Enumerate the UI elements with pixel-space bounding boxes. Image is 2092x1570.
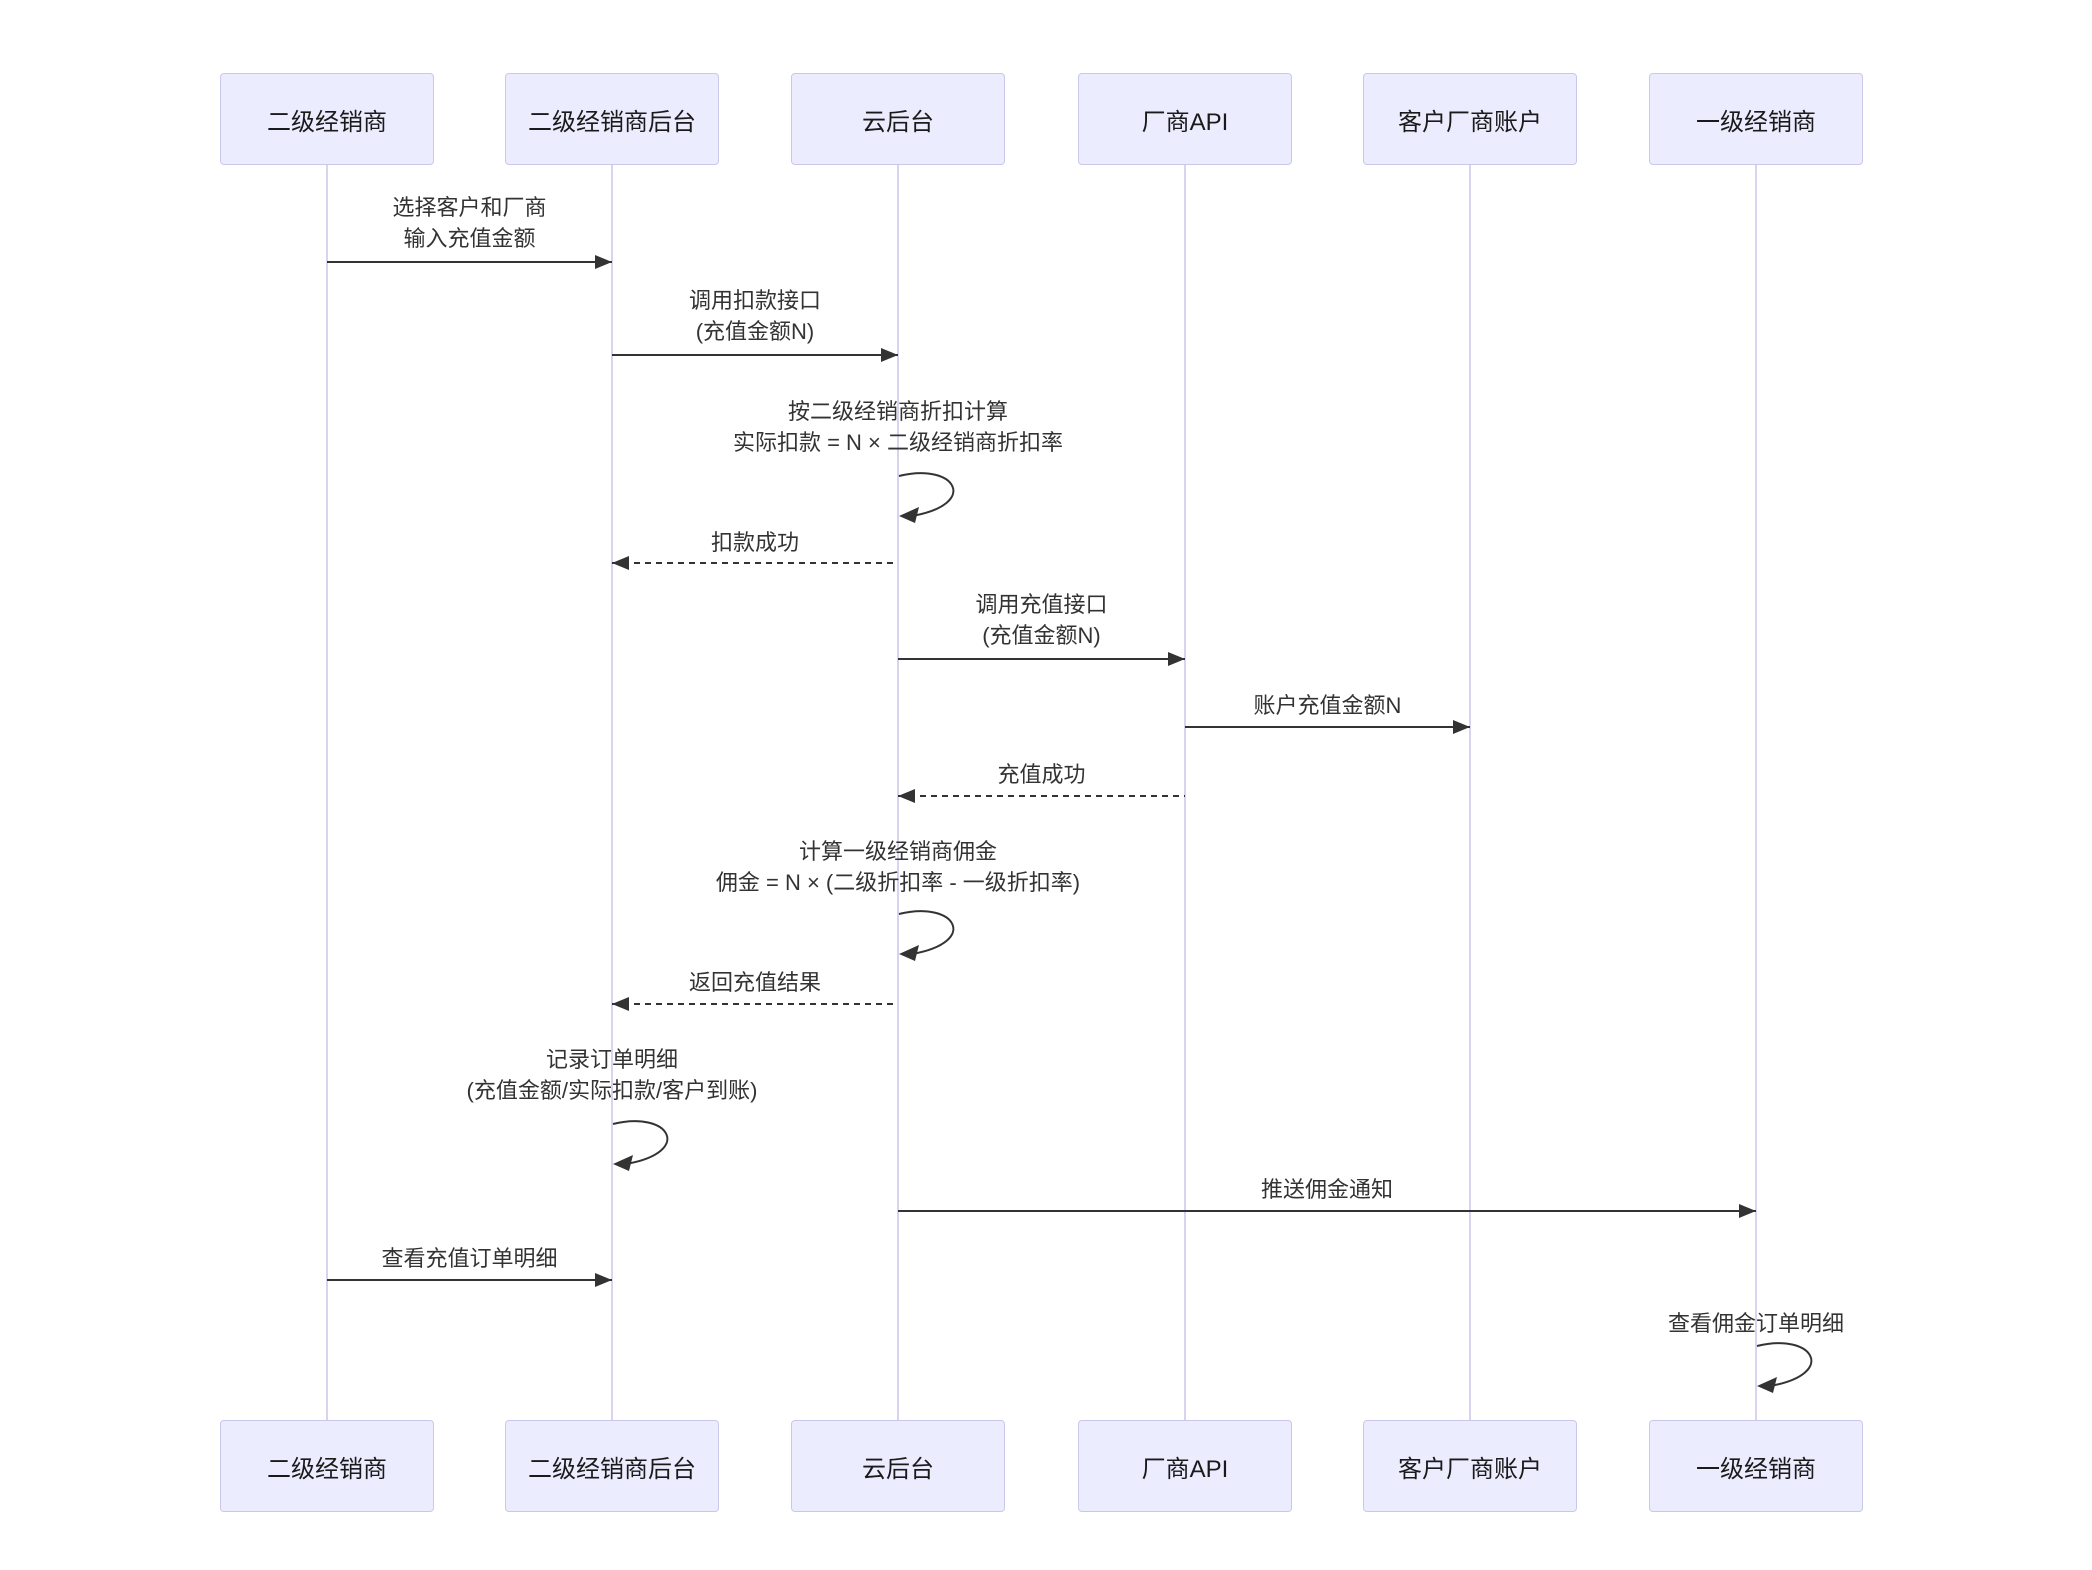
message-label: 调用充值接口 (充值金额N) (898, 589, 1185, 651)
message-text-line: 选择客户和厂商 (392, 195, 547, 220)
dashed-arrow-left (612, 556, 898, 570)
message-label: 返回充值结果 (612, 967, 898, 998)
solid-arrow-right (898, 652, 1185, 666)
lifeline-primary-distributor (1755, 164, 1757, 1421)
message-text-line: 记录订单明细 (545, 1047, 678, 1072)
message-text-line: 调用扣款接口 (688, 288, 821, 313)
message-text-line: 账户充值金额N (1253, 693, 1402, 718)
message-text-line: 实际扣款 = N × 二级经销商折扣率 (732, 430, 1064, 455)
actor-label: 二级经销商后台 (528, 108, 696, 136)
actor-bottom-secondary-distributor-backend: 二级经销商后台 (505, 1420, 719, 1512)
actor-label: 厂商API (1141, 108, 1229, 136)
message-label: 记录订单明细 (充值金额/实际扣款/客户到账) (312, 1044, 912, 1106)
message-label: 查看充值订单明细 (327, 1243, 612, 1274)
self-loop-arrow (612, 1120, 669, 1171)
actor-bottom-vendor-api: 厂商API (1078, 1420, 1292, 1512)
dashed-arrow-left (612, 997, 898, 1011)
actor-top-vendor-api: 厂商API (1078, 73, 1292, 165)
actor-label: 厂商API (1141, 1455, 1229, 1483)
actor-label: 一级经销商 (1696, 108, 1816, 136)
actor-top-cloud-backend: 云后台 (791, 73, 1005, 165)
lifeline-customer-vendor-account (1469, 164, 1471, 1421)
message-label: 计算一级经销商佣金 佣金 = N × (二级折扣率 - 一级折扣率) (598, 836, 1198, 898)
message-text-line: 输入充值金额 (403, 226, 536, 251)
message-label: 调用扣款接口 (充值金额N) (612, 285, 898, 347)
message-text-line: 扣款成功 (710, 530, 799, 555)
actor-top-customer-vendor-account: 客户厂商账户 (1363, 73, 1577, 165)
solid-arrow-right (327, 1273, 612, 1287)
solid-arrow-right (327, 255, 612, 269)
message-text-line: 返回充值结果 (688, 970, 821, 995)
message-text-line: 推送佣金通知 (1260, 1177, 1393, 1202)
actor-label: 云后台 (862, 1455, 934, 1483)
self-loop-arrow (1756, 1342, 1813, 1393)
solid-arrow-right (612, 348, 898, 362)
lifeline-secondary-distributor (326, 164, 328, 1421)
message-text-line: (充值金额N) (982, 623, 1101, 648)
actor-bottom-primary-distributor: 一级经销商 (1649, 1420, 1863, 1512)
dashed-arrow-left (898, 789, 1185, 803)
message-label: 扣款成功 (612, 527, 898, 558)
actor-label: 一级经销商 (1696, 1455, 1816, 1483)
self-loop-arrow (898, 472, 955, 523)
actor-label: 二级经销商 (267, 108, 387, 136)
message-label: 选择客户和厂商 输入充值金额 (327, 192, 612, 254)
message-label: 充值成功 (898, 759, 1185, 790)
actor-top-primary-distributor: 一级经销商 (1649, 73, 1863, 165)
actor-bottom-secondary-distributor: 二级经销商 (220, 1420, 434, 1512)
message-label: 账户充值金额N (1185, 690, 1470, 721)
actor-bottom-customer-vendor-account: 客户厂商账户 (1363, 1420, 1577, 1512)
solid-arrow-right (898, 1204, 1756, 1218)
message-label: 推送佣金通知 (898, 1174, 1756, 1205)
actor-label: 二级经销商后台 (528, 1455, 696, 1483)
message-text-line: 查看佣金订单明细 (1667, 1311, 1844, 1336)
actor-label: 云后台 (862, 108, 934, 136)
actor-top-secondary-distributor-backend: 二级经销商后台 (505, 73, 719, 165)
actor-top-secondary-distributor: 二级经销商 (220, 73, 434, 165)
message-text-line: 调用充值接口 (975, 592, 1108, 617)
message-text-line: 佣金 = N × (二级折扣率 - 一级折扣率) (715, 870, 1081, 895)
actor-label: 客户厂商账户 (1398, 1455, 1542, 1483)
message-text-line: 查看充值订单明细 (381, 1246, 558, 1271)
actor-label: 客户厂商账户 (1398, 108, 1542, 136)
message-text-line: 充值成功 (997, 762, 1086, 787)
message-label: 查看佣金订单明细 (1506, 1308, 2006, 1339)
lifeline-secondary-distributor-backend (611, 164, 613, 1421)
solid-arrow-right (1185, 720, 1470, 734)
message-label: 按二级经销商折扣计算 实际扣款 = N × 二级经销商折扣率 (598, 396, 1198, 458)
actor-bottom-cloud-backend: 云后台 (791, 1420, 1005, 1512)
lifeline-vendor-api (1184, 164, 1186, 1421)
message-text-line: (充值金额/实际扣款/客户到账) (466, 1078, 758, 1103)
actor-label: 二级经销商 (267, 1455, 387, 1483)
message-text-line: (充值金额N) (695, 319, 815, 344)
message-text-line: 按二级经销商折扣计算 (787, 399, 1008, 424)
self-loop-arrow (898, 910, 955, 961)
message-text-line: 计算一级经销商佣金 (798, 839, 997, 864)
